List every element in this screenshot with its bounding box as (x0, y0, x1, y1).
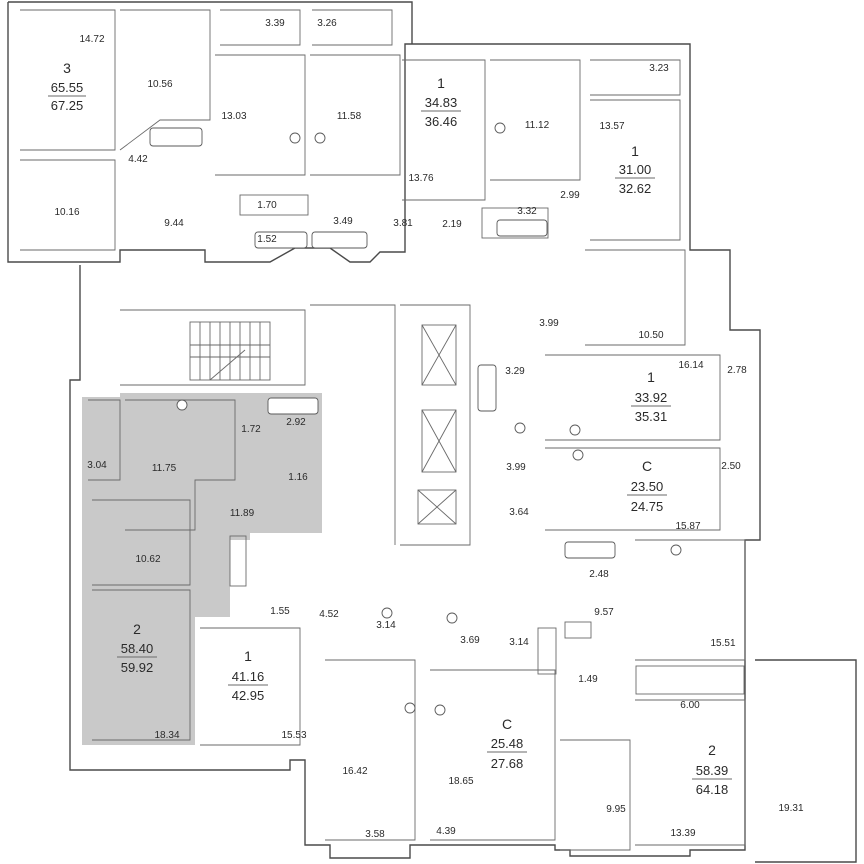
room-area: 15.51 (710, 638, 735, 649)
room-area: 3.99 (539, 318, 559, 329)
fixtures (149, 122, 682, 716)
room-area: 3.32 (517, 206, 537, 217)
room-area: 3.64 (509, 507, 529, 518)
apartment-rooms: С (502, 716, 512, 732)
room-area: 3.99 (506, 462, 526, 473)
room-area: 13.76 (408, 173, 433, 184)
apartment-rooms: 3 (63, 60, 71, 76)
room-area: 18.34 (154, 730, 179, 741)
room-area: 2.48 (589, 569, 609, 580)
stairwell (189, 321, 271, 381)
apartment-rooms: 1 (647, 369, 655, 385)
room-area: 1.52 (257, 234, 277, 245)
apartment-labels: 3 65.55 67.25 1 34.83 36.46 1 31.00 32.6… (48, 60, 732, 797)
room-area: 11.75 (152, 463, 177, 474)
room-area: 10.62 (135, 554, 160, 565)
top-partitions (20, 9, 686, 546)
room-area: 3.14 (376, 620, 396, 631)
mid-partitions (88, 354, 746, 851)
room-area: 14.72 (79, 34, 104, 45)
room-area: 3.69 (460, 635, 480, 646)
apartment-living-area: 41.16 (232, 669, 265, 684)
apartment-living-area: 23.50 (631, 479, 664, 494)
room-area: 9.44 (164, 218, 184, 229)
room-area: 3.29 (505, 366, 525, 377)
apartment-total-area: 42.95 (232, 688, 265, 703)
apartment-total-area: 64.18 (696, 782, 729, 797)
apartment-rooms: 1 (244, 648, 252, 664)
room-area: 4.52 (319, 609, 339, 620)
room-area: 1.16 (288, 472, 308, 483)
room-area: 6.00 (680, 700, 700, 711)
room-area: 3.23 (649, 63, 669, 74)
room-area: 3.26 (317, 18, 337, 29)
room-area: 2.50 (721, 461, 741, 472)
room-area: 19.31 (778, 803, 803, 814)
apartment-total-area: 24.75 (631, 499, 664, 514)
apartment-living-area: 33.92 (635, 390, 668, 405)
room-area: 2.19 (442, 219, 462, 230)
room-area: 16.42 (342, 766, 367, 777)
apartment-rooms: 2 (708, 742, 716, 758)
room-area: 3.39 (265, 18, 285, 29)
room-area: 1.72 (241, 424, 261, 435)
elevators (417, 324, 457, 525)
room-area: 4.39 (436, 826, 456, 837)
room-area: 15.87 (675, 521, 700, 532)
room-area: 1.55 (270, 606, 290, 617)
room-area: 13.03 (221, 111, 246, 122)
balconies (229, 194, 745, 695)
room-area: 3.04 (87, 460, 107, 471)
apartment-living-area: 25.48 (491, 736, 524, 751)
room-area: 13.39 (670, 828, 695, 839)
apartment-total-area: 32.62 (619, 181, 652, 196)
room-area: 10.16 (54, 207, 79, 218)
outer-walls (7, 1, 857, 863)
apartment-living-area: 31.00 (619, 162, 652, 177)
room-area: 11.58 (337, 111, 362, 122)
room-area: 9.57 (594, 607, 614, 618)
room-area: 2.78 (727, 365, 747, 376)
room-area-labels: 14.72 3.39 3.26 10.56 13.03 11.58 11.12 … (54, 18, 803, 840)
room-area: 3.14 (509, 637, 529, 648)
room-area: 2.92 (286, 417, 306, 428)
room-area: 3.81 (393, 218, 413, 229)
room-area: 4.42 (128, 154, 148, 165)
room-area: 1.49 (578, 674, 598, 685)
apartment-rooms: 1 (631, 143, 639, 159)
apartment-total-area: 67.25 (51, 98, 84, 113)
highlighted-apartment[interactable] (82, 393, 322, 745)
apartment-total-area: 36.46 (425, 114, 458, 129)
apartment-total-area: 59.92 (121, 660, 154, 675)
room-area: 16.14 (678, 360, 703, 371)
room-area: 3.49 (333, 216, 353, 227)
room-area: 10.56 (147, 79, 172, 90)
room-area: 2.99 (560, 190, 580, 201)
room-area: 13.57 (599, 121, 624, 132)
room-area: 15.53 (281, 730, 306, 741)
room-area: 11.89 (230, 508, 255, 519)
apartment-living-area: 58.40 (121, 641, 154, 656)
apartment-living-area: 34.83 (425, 95, 458, 110)
apartment-total-area: 27.68 (491, 756, 524, 771)
apartment-living-area: 65.55 (51, 80, 84, 95)
apartment-total-area: 35.31 (635, 409, 668, 424)
room-area: 11.12 (525, 120, 550, 131)
room-area: 3.58 (365, 829, 385, 840)
room-area: 18.65 (448, 776, 473, 787)
apartment-rooms: 1 (437, 75, 445, 91)
room-area: 9.95 (606, 804, 626, 815)
room-area: 1.70 (257, 200, 277, 211)
apartment-living-area: 58.39 (696, 763, 729, 778)
room-area: 10.50 (638, 330, 663, 341)
apartment-rooms: 2 (133, 621, 141, 637)
apartment-rooms: С (642, 458, 652, 474)
